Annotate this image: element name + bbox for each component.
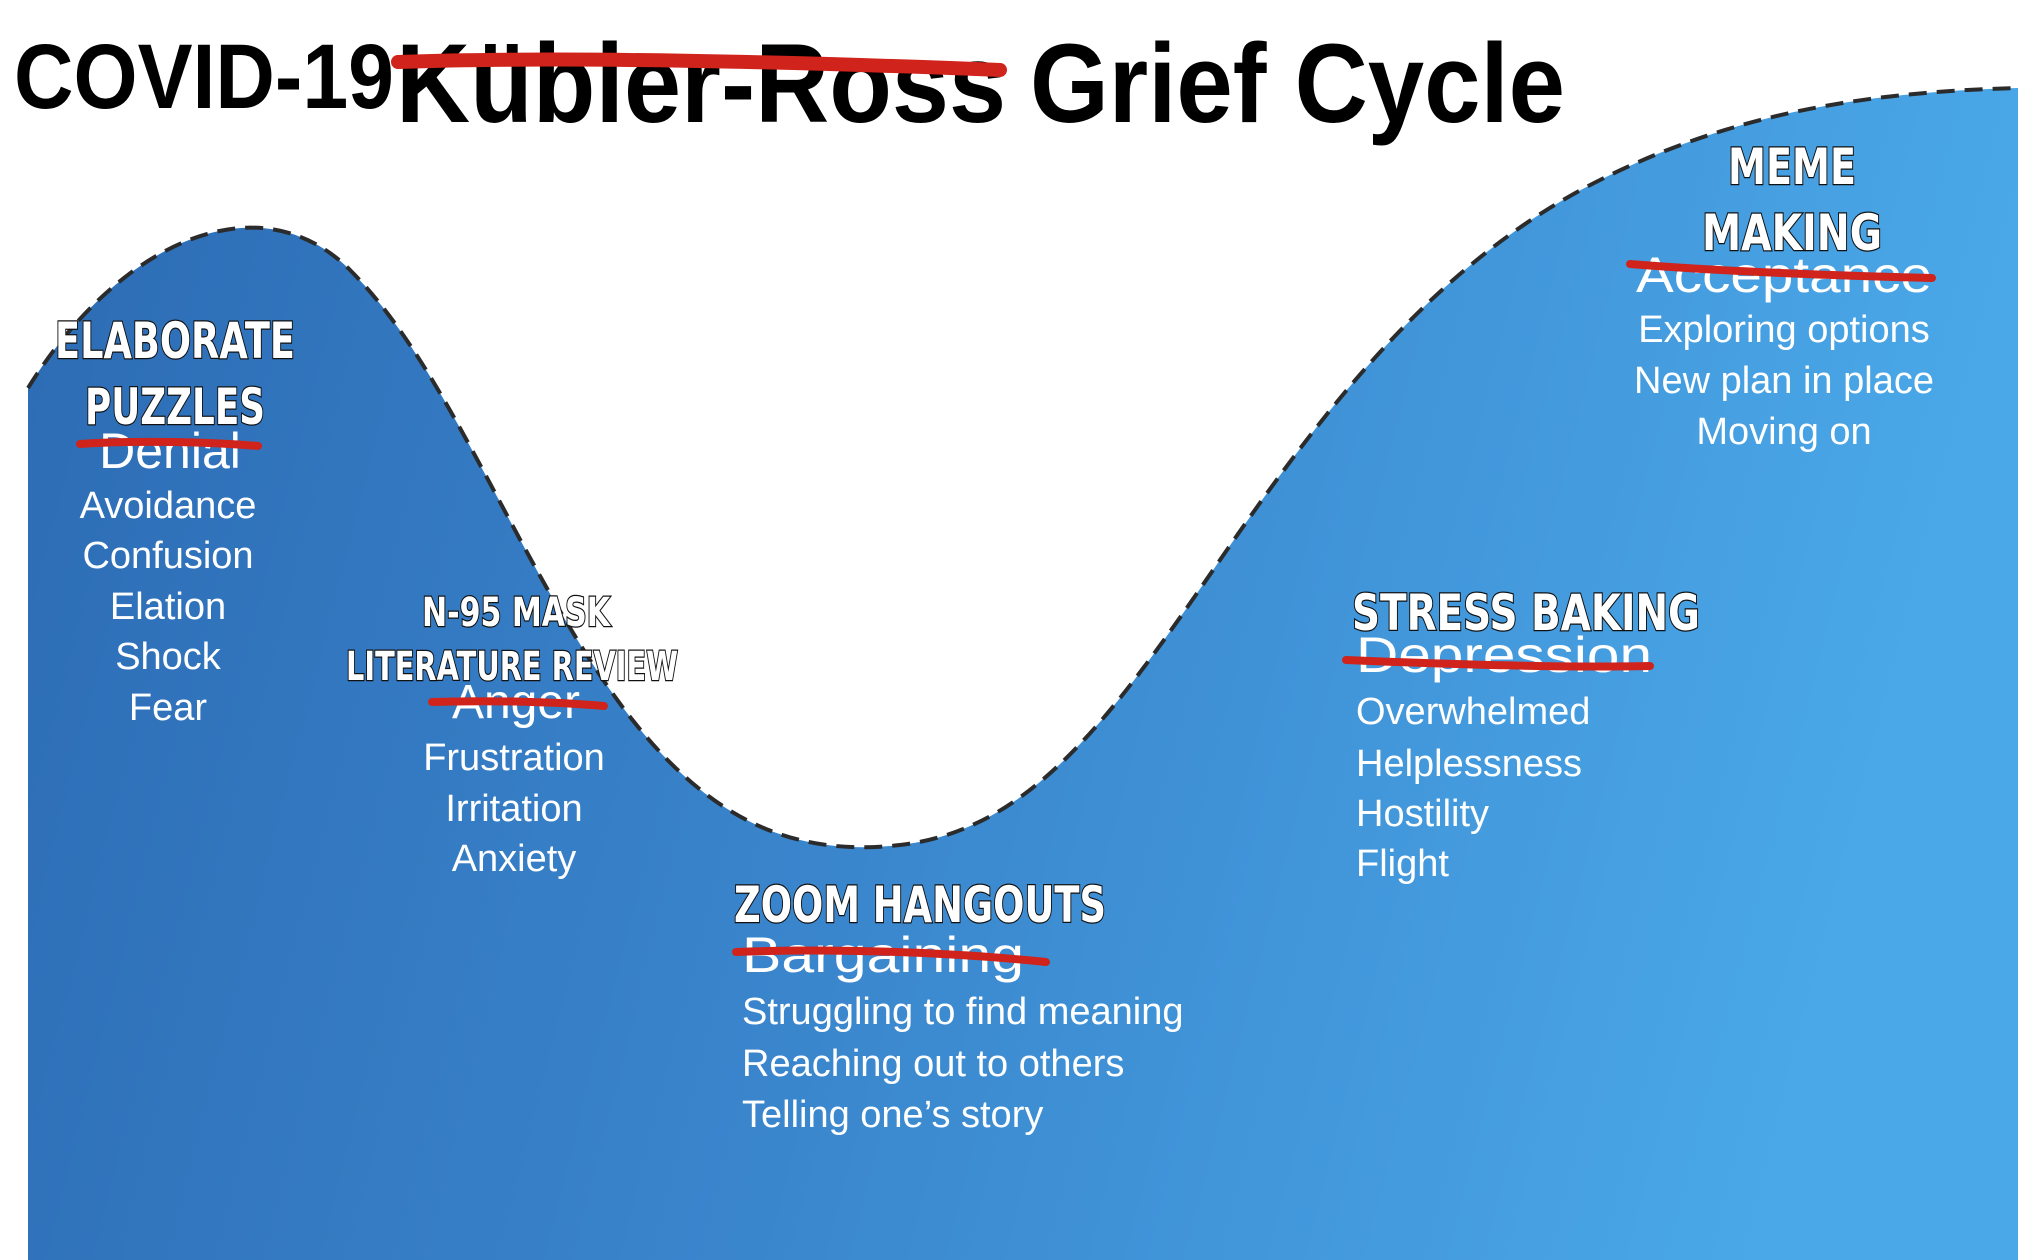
stage-item: Shock — [115, 636, 222, 678]
stage-item: Moving on — [1696, 411, 1871, 453]
stage-item: Reaching out to others — [742, 1043, 1124, 1085]
meme-label-line: N-95 MASK — [422, 590, 612, 636]
stage-anger: N-95 MASK LITERATURE REVIEW Anger Frustr… — [345, 589, 680, 880]
stage-item: Hostility — [1356, 793, 1489, 835]
strike-line — [1626, 260, 1936, 282]
meme-label-line: PUZZLES — [85, 378, 265, 436]
stage-item: Helplessness — [1356, 743, 1582, 785]
stage-item: Confusion — [82, 535, 253, 577]
stage-item: Anxiety — [452, 838, 577, 880]
stage-depression: STRESS BAKING Depression Overwhelmed Hel… — [1342, 583, 1701, 885]
meme-label-line: ZOOM HANGOUTS — [734, 876, 1106, 934]
meme-label-line: MEME — [1728, 138, 1856, 196]
original-stage-name: Depression — [1356, 627, 1652, 683]
meme-label-line: LITERATURE REVIEW — [346, 644, 678, 690]
strike-line — [76, 437, 262, 450]
stage-item: Elation — [110, 586, 226, 628]
wave-area — [28, 88, 2018, 1260]
meme-label-line: MAKING — [1702, 204, 1882, 262]
stage-item: New plan in place — [1634, 360, 1934, 402]
meme-label-line: STRESS BAKING — [1352, 584, 1700, 642]
title-strike-line — [391, 52, 1007, 77]
meme-label-line: ELABORATE — [55, 312, 295, 370]
stage-item: Exploring options — [1638, 309, 1930, 351]
stage-item: Frustration — [423, 737, 605, 779]
title-prefix: COVID-19 — [14, 26, 394, 128]
stage-acceptance: MEME MAKING Acceptance Exploring options… — [1626, 137, 1936, 453]
strike-line — [428, 697, 608, 710]
stage-item: Flight — [1356, 843, 1449, 885]
original-stage-name: Denial — [99, 423, 241, 479]
stage-item: Irritation — [445, 788, 582, 830]
strike-line — [732, 946, 1050, 966]
stage-bargaining: ZOOM HANGOUTS Bargaining Struggling to f… — [732, 875, 1184, 1136]
strike-line — [1342, 656, 1654, 671]
stage-denial: ELABORATE PUZZLES Denial Avoidance Confu… — [54, 311, 297, 729]
stage-item: Avoidance — [80, 485, 257, 527]
stage-item: Telling one’s story — [742, 1094, 1043, 1136]
wave-dashed-outline — [26, 86, 2019, 850]
title-struck: Kübler-Ross — [396, 21, 1006, 146]
stage-item: Overwhelmed — [1356, 691, 1590, 733]
stage-item: Fear — [129, 687, 207, 729]
title-suffix: Grief Cycle — [1030, 21, 1565, 146]
title: COVID-19 Kübler-Ross Grief Cycle — [14, 21, 1565, 146]
stage-item: Struggling to find meaning — [742, 991, 1184, 1033]
